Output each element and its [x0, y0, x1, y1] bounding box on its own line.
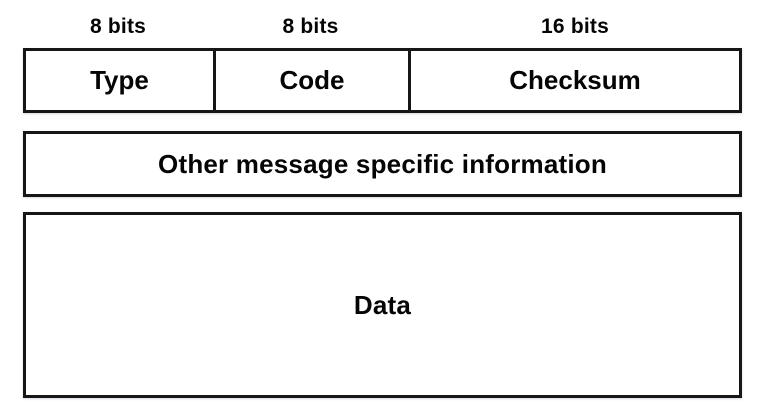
field-cell-checksum: Checksum [408, 51, 739, 110]
header-fields-row: Type Code Checksum [23, 48, 742, 113]
info-row: Other message specific information [23, 131, 742, 197]
bit-width-label-type: 8 bits [89, 15, 147, 38]
field-cell-code: Code [213, 51, 408, 110]
bit-width-label-code: 8 bits [282, 15, 339, 38]
field-cell-type: Type [90, 65, 149, 95]
bit-width-label-checksum: 16 bits [541, 15, 609, 38]
bit-width-labels-row: 8 bits 8 bits 16 bits [23, 10, 742, 44]
info-row-label: Other message specific information [158, 148, 607, 179]
data-row: Data [23, 212, 742, 398]
data-row-label: Data [353, 289, 412, 320]
